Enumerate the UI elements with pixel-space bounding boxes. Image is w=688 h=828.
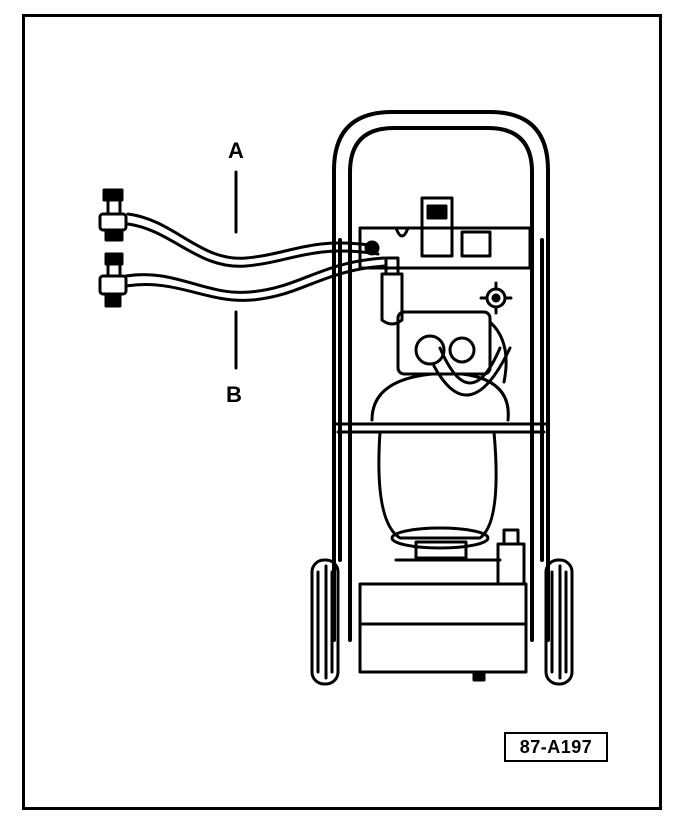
callout-label-a: A: [228, 138, 244, 163]
right-wheel: [544, 558, 574, 686]
figure-reference-text: 87-A197: [519, 736, 593, 757]
left-wheel: [310, 558, 340, 686]
small-cylinder: [380, 256, 404, 326]
cart-base: [358, 558, 528, 682]
coupler-b: [98, 252, 128, 308]
hose-a: [126, 212, 380, 268]
figure-reference: 87-A197: [504, 732, 608, 762]
control-panel: [358, 196, 532, 270]
callout-label-b: B: [226, 382, 242, 407]
coupler-a: [98, 188, 128, 242]
fan-symbol: [479, 281, 513, 315]
tank: [334, 372, 548, 560]
cart-frame: [332, 110, 550, 642]
oil-bottle: [496, 528, 526, 586]
